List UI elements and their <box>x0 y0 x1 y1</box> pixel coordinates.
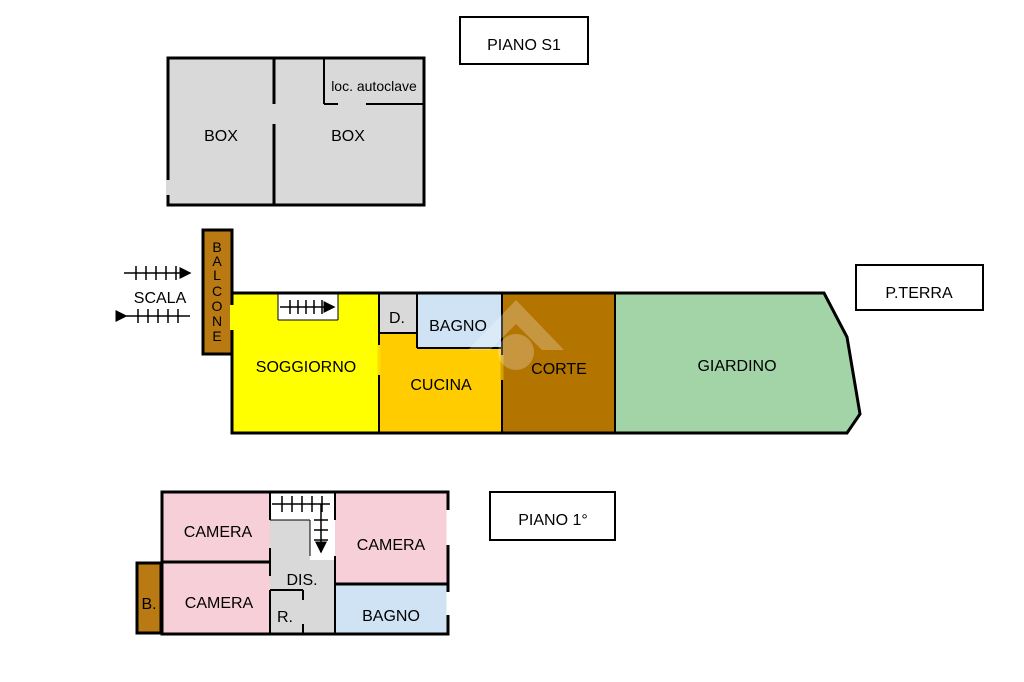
bagno-first <box>335 584 448 634</box>
disimpegno-ground-label: D. <box>389 310 405 327</box>
bagno-first-label: BAGNO <box>362 608 420 625</box>
basement-floor: BOX BOX loc. autoclave <box>166 56 426 207</box>
ripostiglio-label: R. <box>277 609 293 626</box>
camera-top-left-label: CAMERA <box>184 524 253 541</box>
floor-label-first-text: PIANO 1° <box>518 512 588 529</box>
svg-text:L: L <box>213 267 221 283</box>
balcone-label: B A L C O N E <box>212 239 223 344</box>
scala-label: SCALA <box>134 290 187 307</box>
box-area <box>166 56 426 207</box>
ripostiglio <box>270 590 303 634</box>
svg-text:E: E <box>212 328 221 344</box>
svg-text:N: N <box>212 313 222 329</box>
ground-outer-wall <box>230 291 862 435</box>
scala-stairs: SCALA <box>115 266 192 323</box>
floor-label-basement-text: PIANO S1 <box>487 37 561 54</box>
bagno-ground <box>417 293 502 348</box>
camera-right-label: CAMERA <box>357 537 426 554</box>
giardino <box>615 293 860 433</box>
balcone-first-label: B. <box>141 596 156 613</box>
camera-bottom-left <box>162 562 270 634</box>
giardino-label: GIARDINO <box>697 358 776 375</box>
first-floor-stairs-arrow <box>272 496 330 554</box>
floor-label-ground-text: P.TERRA <box>885 285 953 302</box>
svg-text:C: C <box>212 283 222 299</box>
watermark-logo <box>468 300 564 370</box>
internal-stairs-arrow <box>280 300 336 314</box>
first-floor: B. CAMERA CAMERA DIS. R. CAMERA <box>135 490 450 636</box>
corte <box>502 293 615 433</box>
svg-text:B: B <box>212 239 221 255</box>
svg-text:O: O <box>212 298 223 314</box>
camera-top-left <box>162 492 270 562</box>
disimpegno-ground <box>379 293 417 333</box>
cucina <box>379 333 502 433</box>
box-left-label: BOX <box>204 128 238 145</box>
camera-right <box>335 492 448 584</box>
floor-label-ground: P.TERRA <box>855 264 984 311</box>
floor-label-basement: PIANO S1 <box>459 16 589 65</box>
camera-bottom-left-label: CAMERA <box>185 595 254 612</box>
ground-floor: B A L C O N E SCALA <box>115 228 862 435</box>
balcone <box>201 228 234 356</box>
dis-first-label: DIS. <box>286 572 317 589</box>
floor-label-first: PIANO 1° <box>489 491 616 541</box>
soggiorno-label: SOGGIORNO <box>256 359 356 376</box>
autoclave-label: loc. autoclave <box>331 78 417 94</box>
corte-label: CORTE <box>531 361 587 378</box>
svg-text:A: A <box>212 253 222 269</box>
cucina-label: CUCINA <box>410 377 472 394</box>
box-right-label: BOX <box>331 128 365 145</box>
bagno-ground-label: BAGNO <box>429 318 487 335</box>
